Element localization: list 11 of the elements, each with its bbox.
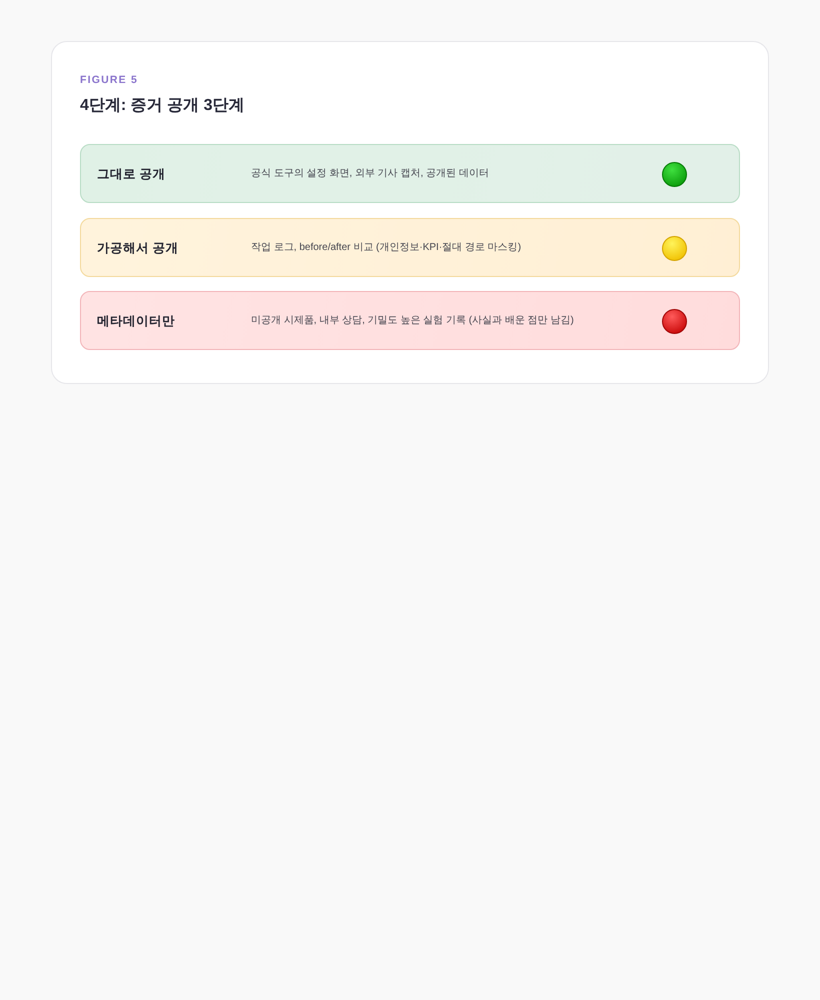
tier-row [80,144,740,203]
figure-title: 4단계: 증거 공개 3단계 [80,96,244,116]
tier-row [80,291,740,350]
tier-heading: 그대로 공개 [97,166,166,182]
figure-label: FIGURE 5 [80,73,138,87]
tier-description: 공식 도구의 설정 화면, 외부 기사 캡처, 공개된 데이터 [251,167,489,181]
tier-row [80,218,740,276]
tier-description: 미공개 시제품, 내부 상담, 기밀도 높은 실험 기록 (사실과 배운 점만 남김) [251,314,574,328]
tier-description: 작업 로그, before/after 비교 (개인정보·KPI·절대 경로 마스킹) [251,240,522,254]
tier-heading: 가공해서 공개 [97,240,178,256]
tier-heading: 메타데이터만 [97,313,175,329]
